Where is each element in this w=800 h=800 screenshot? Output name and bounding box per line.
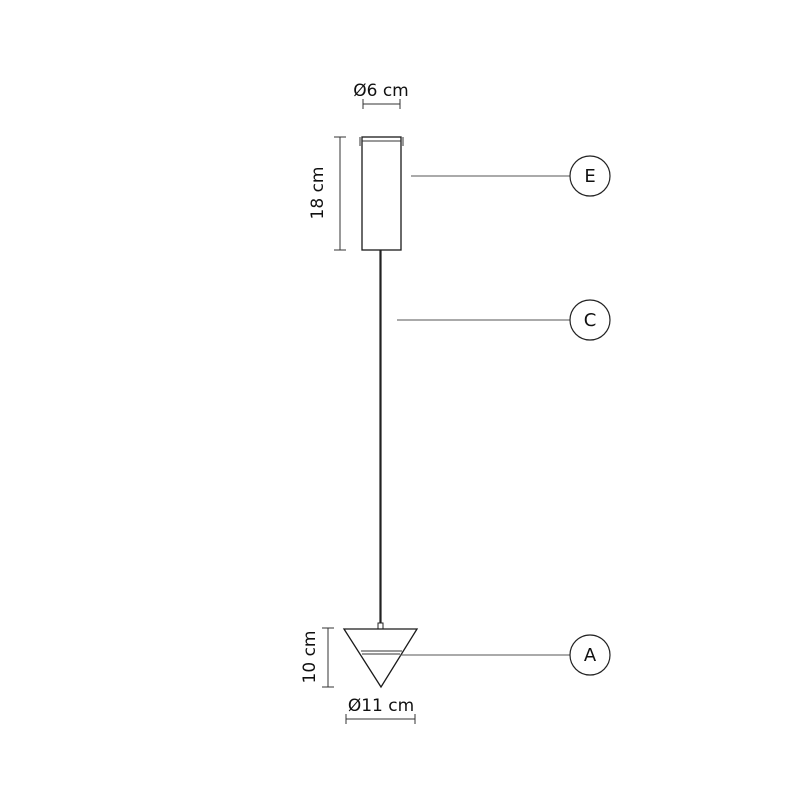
suspension-cable [377, 250, 384, 630]
canopy-diameter-label: Ø6 cm [353, 81, 409, 101]
shade-diameter-dimension: Ø11 cm [345, 696, 416, 724]
canopy [359, 136, 404, 251]
shade-height-dimension: 10 cm [300, 627, 334, 688]
shade-diameter-label: Ø11 cm [348, 696, 414, 716]
callout-c-label: C [584, 310, 597, 331]
callout-e: E [411, 155, 611, 197]
shade-height-label: 10 cm [300, 631, 320, 684]
callout-a: A [400, 634, 611, 676]
cone-shade [342, 628, 419, 689]
canopy-height-label: 18 cm [308, 167, 328, 220]
canopy-diameter-dimension: Ø6 cm [353, 81, 409, 109]
callout-a-label: A [584, 645, 597, 666]
canopy-height-dimension: 18 cm [308, 136, 346, 251]
callout-e-label: E [584, 166, 595, 187]
callout-c: C [397, 299, 611, 341]
